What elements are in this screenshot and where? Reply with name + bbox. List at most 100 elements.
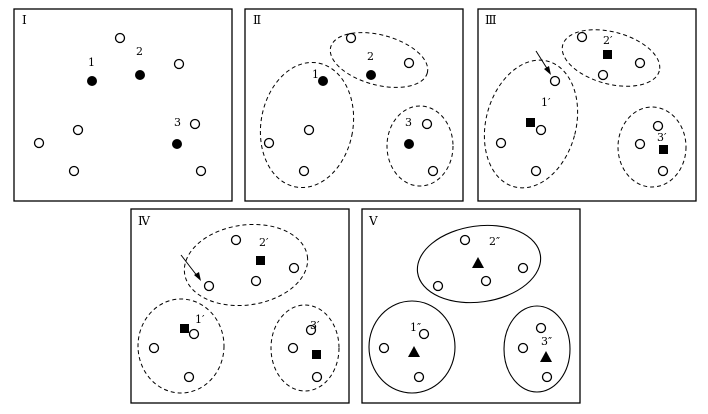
data-point: [634, 138, 646, 150]
panel-label: Ⅴ: [368, 214, 378, 228]
final-centroid-3: [540, 351, 552, 362]
cluster-boundary: [617, 106, 687, 188]
centroid-marker-2: [256, 256, 265, 265]
data-point: [403, 57, 415, 69]
data-point: [230, 234, 242, 246]
centroid-marker-2: [603, 50, 612, 59]
initial-center-1: [318, 76, 328, 86]
data-point: [33, 137, 45, 149]
data-point: [495, 137, 507, 149]
center-label-1: 1: [88, 56, 95, 69]
center-label-2: 2: [367, 50, 374, 63]
centroid-marker-3: [312, 350, 321, 359]
center-label-2: 2″: [489, 235, 500, 248]
center-label-2: 2: [136, 45, 143, 58]
panel-label: Ⅲ: [485, 13, 497, 27]
initial-center-2: [135, 70, 145, 80]
data-point: [549, 75, 561, 87]
data-point: [432, 280, 444, 292]
data-point: [652, 120, 664, 132]
data-point: [263, 137, 275, 149]
arrow: [535, 50, 549, 71]
data-point: [250, 275, 262, 287]
data-point: [413, 371, 425, 383]
panel-label: Ⅳ: [138, 214, 151, 228]
initial-center-1: [87, 76, 97, 86]
centroid-marker-3: [659, 145, 668, 154]
data-point: [378, 342, 390, 354]
centroid-marker-1: [526, 118, 535, 127]
center-label-1: 1′: [195, 313, 205, 326]
cluster-boundary: [183, 223, 309, 307]
data-point: [311, 371, 323, 383]
data-point: [68, 165, 80, 177]
data-point: [517, 262, 529, 274]
center-label-1: 1: [312, 68, 319, 81]
panel-4: Ⅳ 1′ 2′ 3′: [130, 208, 350, 404]
data-point: [195, 165, 207, 177]
data-point: [530, 165, 542, 177]
data-point: [298, 165, 310, 177]
panel-2: Ⅱ 1 2 3: [244, 8, 464, 202]
data-point: [288, 262, 300, 274]
panel-1: Ⅰ 1 2 3: [13, 8, 233, 202]
arrow-head: [544, 66, 551, 75]
data-point: [188, 328, 200, 340]
panel-label: Ⅱ: [253, 13, 261, 27]
data-point: [541, 371, 553, 383]
cluster-boundary: [137, 298, 225, 394]
center-label-1: 1′: [541, 96, 551, 109]
panel-label: Ⅰ: [22, 13, 27, 27]
center-label-3: 3: [174, 116, 181, 129]
cluster-boundary: [270, 304, 340, 392]
panel-5: Ⅴ 1″ 2″ 3″: [361, 208, 581, 404]
center-label-3: 3: [405, 116, 412, 129]
data-point: [114, 32, 126, 44]
data-point: [418, 328, 430, 340]
cluster-boundary: [368, 300, 456, 394]
arrow-head: [194, 272, 201, 281]
data-point: [345, 32, 357, 44]
data-point: [597, 69, 609, 81]
data-point: [421, 118, 433, 130]
cluster-boundary: [259, 61, 355, 189]
cluster-boundary: [503, 305, 571, 393]
initial-center-3: [172, 139, 182, 149]
cluster-boundary: [386, 105, 454, 187]
data-point: [576, 31, 588, 43]
cluster-boundary: [561, 29, 661, 87]
data-point: [634, 57, 646, 69]
panel-frame: [361, 208, 581, 404]
cluster-boundary: [329, 32, 429, 88]
panel-3: Ⅲ 1′ 2′ 3′: [477, 8, 697, 202]
center-label-3: 3′: [310, 319, 320, 332]
data-point: [173, 58, 185, 70]
data-point: [459, 234, 471, 246]
data-point: [287, 342, 299, 354]
centroid-marker-1: [180, 324, 189, 333]
data-point: [657, 165, 669, 177]
center-label-2: 2′: [603, 34, 613, 47]
arrow: [180, 254, 199, 278]
initial-center-2: [366, 70, 376, 80]
data-point: [72, 124, 84, 136]
final-centroid-2: [472, 257, 484, 268]
data-point: [535, 124, 547, 136]
center-label-1: 1″: [410, 321, 421, 334]
data-point: [203, 280, 215, 292]
center-label-2: 2′: [259, 236, 269, 249]
initial-center-3: [404, 139, 414, 149]
final-centroid-1: [408, 346, 420, 357]
center-label-3: 3″: [541, 335, 552, 348]
data-point: [427, 165, 439, 177]
data-point: [535, 322, 547, 334]
data-point: [148, 342, 160, 354]
data-point: [183, 371, 195, 383]
cluster-boundary: [416, 224, 542, 304]
data-point: [517, 342, 529, 354]
data-point: [305, 324, 317, 336]
data-point: [480, 275, 492, 287]
data-point: [189, 118, 201, 130]
data-point: [303, 124, 315, 136]
